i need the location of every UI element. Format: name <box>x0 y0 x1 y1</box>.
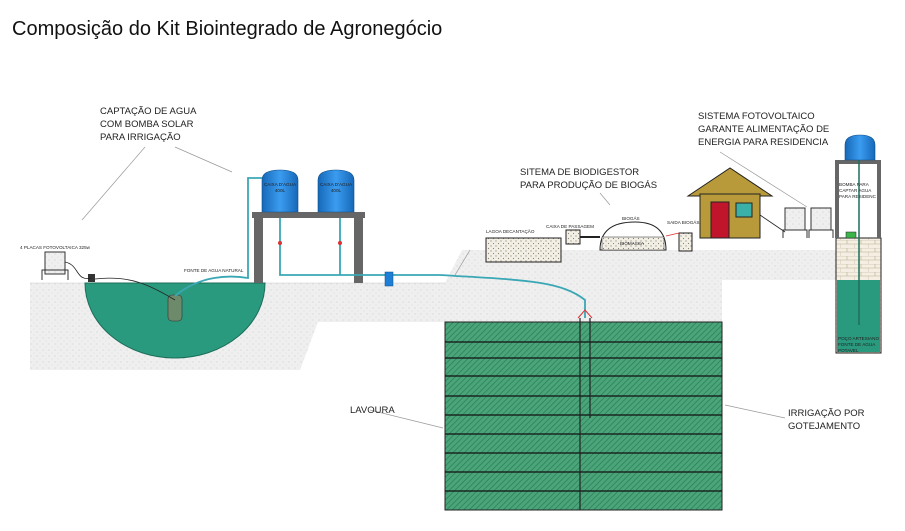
svg-text:GOTEJAMENTO: GOTEJAMENTO <box>788 421 860 432</box>
decantation-pond <box>485 237 562 263</box>
svg-text:PARA PRODUÇÃO DE BIOGÁS: PARA PRODUÇÃO DE BIOGÁS <box>520 180 657 191</box>
water-tank-stand <box>252 212 365 283</box>
label-crop: LAVOURA <box>350 405 395 416</box>
submersible-pump <box>167 294 183 322</box>
label-photovoltaic: SISTEMA FOTOVOLTAICO <box>698 111 815 122</box>
svg-text:400L: 400L <box>331 188 342 193</box>
label-drip-irrigation: IRRIGAÇÃO POR <box>788 408 865 419</box>
svg-text:GARANTE ALIMENTAÇÃO DE: GARANTE ALIMENTAÇÃO DE <box>698 124 829 135</box>
label-biogas-outlet: SAIDA BIOGÁS <box>667 219 699 225</box>
svg-text:PARA RESIDENC: PARA RESIDENC <box>839 194 877 199</box>
svg-text:ENERGIA PARA RESIDENCIA: ENERGIA PARA RESIDENCIA <box>698 137 829 148</box>
filter <box>384 271 394 287</box>
label-solar-plates: 4 PLACAS FOTOVOLTAICA 325w <box>20 245 91 250</box>
label-biogas: BIOGÁS <box>622 215 640 221</box>
crop-field <box>444 309 723 511</box>
label-biomass: BIOMASSA <box>620 241 645 246</box>
solar-panel-left <box>41 251 95 282</box>
label-passage-box: CAIXA DE PASSAGEM <box>546 224 594 229</box>
svg-text:CAPTAR AGUA: CAPTAR AGUA <box>839 188 872 193</box>
svg-text:CAIXA D'AGUA: CAIXA D'AGUA <box>264 182 297 187</box>
label-artesian-well: POÇO ARTESIANO <box>838 336 879 341</box>
artesian-well <box>835 134 882 354</box>
label-biodigester: SITEMA DE BIODIGESTOR <box>520 167 639 178</box>
svg-text:PARA IRRIGAÇÃO: PARA IRRIGAÇÃO <box>100 132 181 143</box>
solar-panels-right <box>782 207 834 238</box>
ground-right <box>445 250 836 322</box>
leader-lines <box>81 146 808 429</box>
svg-text:400L: 400L <box>275 188 286 193</box>
label-water-capture: CAPTAÇÃO DE AGUA <box>100 106 197 117</box>
biodigester <box>599 221 667 251</box>
svg-text:POTAVEL: POTAVEL <box>838 348 859 353</box>
residence <box>686 167 774 239</box>
svg-text:CAIXA D'AGUA: CAIXA D'AGUA <box>320 182 353 187</box>
water-tank: CAIXA D'AGUA 400L <box>317 169 355 213</box>
svg-text:COM BOMBA SOLAR: COM BOMBA SOLAR <box>100 119 194 130</box>
passage-box <box>565 229 581 245</box>
page-title: Composição do Kit Biointegrado de Agrone… <box>12 18 442 40</box>
label-natural-water-source: FONTE DE AGUA NATURAL <box>184 268 244 273</box>
label-residence-pump: BOMBA PARA <box>839 182 870 187</box>
water-tank: CAIXA D'AGUA 400L <box>261 169 299 213</box>
solar-cable <box>64 261 93 279</box>
label-decantation-pond: LAGOA DECANTAÇÃO <box>486 228 535 234</box>
svg-text:FONTE DE AGUA: FONTE DE AGUA <box>838 342 876 347</box>
biogas-outlet <box>678 232 693 252</box>
